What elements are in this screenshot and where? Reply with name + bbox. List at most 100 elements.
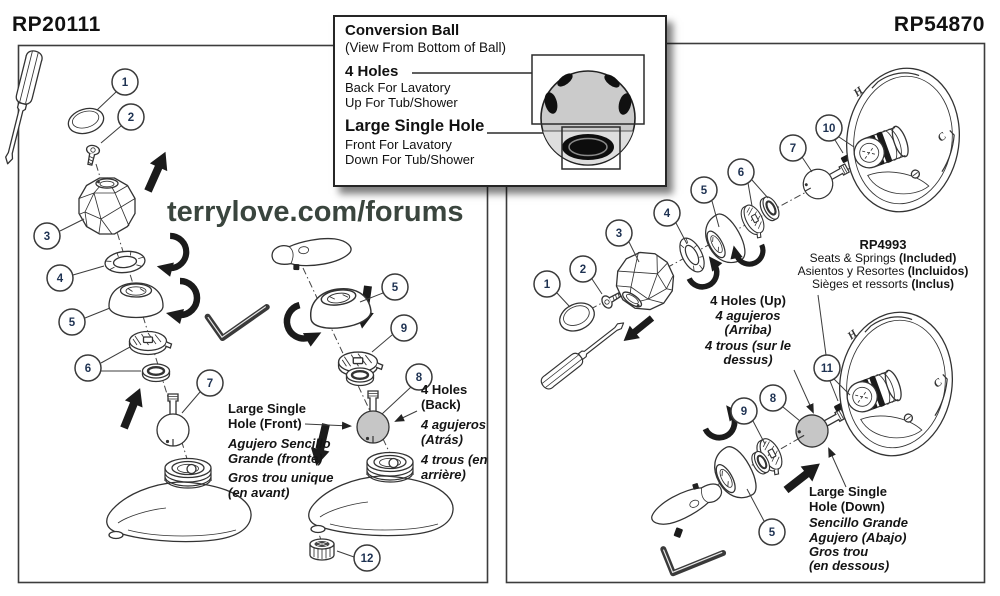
seal-ring-part <box>345 366 375 387</box>
crystal-knob-part <box>78 177 136 235</box>
callout-number: 5 <box>392 282 399 294</box>
adjusting-ring-part <box>674 233 710 277</box>
svg-text:4 Holes: 4 Holes <box>421 382 467 397</box>
lever-handle-part <box>645 473 727 532</box>
callout-number: 7 <box>790 143 796 155</box>
right-panel-border <box>505 42 986 584</box>
svg-text:(en avant): (en avant) <box>228 485 289 500</box>
svg-text:Gros trou: Gros trou <box>809 544 868 559</box>
svg-text:Sièges et ressorts (Inclus): Sièges et ressorts (Inclus) <box>812 277 954 291</box>
hex-wrench-icon <box>208 286 267 338</box>
svg-text:4 agujeros: 4 agujeros <box>420 417 486 432</box>
callout-number: 7 <box>207 378 213 390</box>
callout-number: 8 <box>416 372 423 384</box>
callout-number: 6 <box>738 167 744 179</box>
screwdriver-icon <box>0 48 45 167</box>
left-callouts: 1 2 3 4 5 6 7 5 9 8 12 <box>33 68 433 572</box>
rotate-arrow-icon <box>166 281 197 324</box>
svg-text:Gros trou unique: Gros trou unique <box>228 470 333 485</box>
callout-number: 1 <box>122 77 129 89</box>
conversion-ball-illustration <box>412 54 645 170</box>
svg-text:Agujero Sencillo: Agujero Sencillo <box>227 436 331 451</box>
up-arrow-icon <box>115 384 149 432</box>
svg-text:RP4993: RP4993 <box>860 237 907 252</box>
callout-number: 5 <box>701 185 708 197</box>
svg-text:(en dessous): (en dessous) <box>809 558 889 573</box>
svg-text:Hole (Front): Hole (Front) <box>228 416 302 431</box>
four-holes-heading: 4 Holes <box>345 63 399 80</box>
left-panel: 1 2 3 4 5 6 7 5 9 8 12 Large Single Hole… <box>0 44 489 584</box>
svg-text:arrière): arrière) <box>421 467 466 482</box>
hex-wrench-icon <box>663 529 723 573</box>
ball-hole <box>544 92 558 114</box>
index-cap-part <box>67 107 105 135</box>
ball-stem-part <box>797 154 855 205</box>
conversion-ball-box: Conversion Ball (View From Bottom of Bal… <box>333 15 667 187</box>
cam-assembly-part <box>128 330 173 356</box>
svg-text:Agujero (Abajo): Agujero (Abajo) <box>808 530 907 545</box>
callout-number: 3 <box>44 231 50 243</box>
conversion-ball-part <box>356 390 390 444</box>
callout-number: 2 <box>128 112 134 124</box>
single-hole-heading: Large Single Hole <box>345 117 485 135</box>
conversion-ball-title: Conversion Ball <box>345 22 460 39</box>
callout-number: 2 <box>580 264 586 276</box>
single-hole-line2: Down For Tub/Shower <box>345 152 475 167</box>
label-arrow <box>394 410 418 422</box>
label-arrow <box>828 447 847 488</box>
right-callouts: 1 2 3 4 5 6 7 10 11 9 8 5 <box>533 114 855 546</box>
svg-text:Large Single: Large Single <box>809 484 887 499</box>
cap-dome-part <box>108 282 164 319</box>
label-arrow <box>304 421 352 430</box>
svg-text:dessus): dessus) <box>723 352 772 367</box>
svg-text:Large Single: Large Single <box>228 401 306 416</box>
rotate-arrow-icon <box>157 236 186 277</box>
label-arrow <box>793 369 814 414</box>
svg-text:Hole (Down): Hole (Down) <box>809 499 885 514</box>
handle-set-screw <box>673 527 683 538</box>
callout-number: 9 <box>401 323 407 335</box>
ball-hole <box>618 93 632 115</box>
four-holes-back-label: 4 Holes (Back) 4 agujeros (Atrás) 4 trou… <box>420 382 488 482</box>
rp4993-label: RP4993 Seats & Springs (Included) Asient… <box>798 237 969 291</box>
conversion-ball-subtitle: (View From Bottom of Ball) <box>345 40 507 55</box>
callout-number: 5 <box>69 317 76 329</box>
callout-number: 10 <box>823 123 836 135</box>
callout-number: 11 <box>821 363 834 375</box>
single-hole-front-label: Large Single Hole (Front) Agujero Sencil… <box>227 401 333 500</box>
svg-text:(Atrás): (Atrás) <box>421 432 463 447</box>
ball-stem-part <box>156 393 190 447</box>
svg-text:4 Holes (Up): 4 Holes (Up) <box>710 293 786 308</box>
single-hole-down-label: Large Single Hole (Down) Sencillo Grande… <box>808 484 908 573</box>
svg-text:(Back): (Back) <box>421 397 461 412</box>
ball-hole <box>604 74 620 88</box>
svg-text:Seats & Springs (Included): Seats & Springs (Included) <box>810 251 957 265</box>
callout-number: 3 <box>616 228 622 240</box>
forum-watermark: terrylove.com/forums <box>167 196 464 228</box>
right-panel: H C H C 1 2 3 4 5 6 7 10 11 9 8 5 RP4993… <box>505 42 986 584</box>
svg-text:Sencillo Grande: Sencillo Grande <box>809 515 908 530</box>
svg-text:4 agujeros: 4 agujeros <box>714 308 780 323</box>
seal-ring-part <box>141 362 171 383</box>
single-hole-frame <box>561 126 621 170</box>
callout-number: 8 <box>770 393 777 405</box>
ball-hole <box>557 73 573 87</box>
aerator-part <box>309 538 335 561</box>
callout-number: 6 <box>85 363 91 375</box>
callout-number: 4 <box>664 208 671 220</box>
four-holes-frame <box>531 54 645 125</box>
callout-number: 1 <box>544 279 551 291</box>
svg-text:Asientos y Resortes (Incluidos: Asientos y Resortes (Incluidos) <box>798 264 969 278</box>
callout-number: 5 <box>769 527 776 539</box>
callout-number: 4 <box>57 273 64 285</box>
callout-number: 9 <box>741 406 747 418</box>
index-cap-part <box>559 302 595 332</box>
callout-number: 12 <box>361 553 374 565</box>
up-arrow-icon <box>139 147 175 195</box>
lever-handle-part <box>270 235 354 274</box>
four-holes-up-label: 4 Holes (Up) 4 agujeros (Arriba) 4 trous… <box>704 293 791 367</box>
down-left-arrow-icon <box>618 311 658 348</box>
left-part-number-title: RP20111 <box>12 13 101 36</box>
